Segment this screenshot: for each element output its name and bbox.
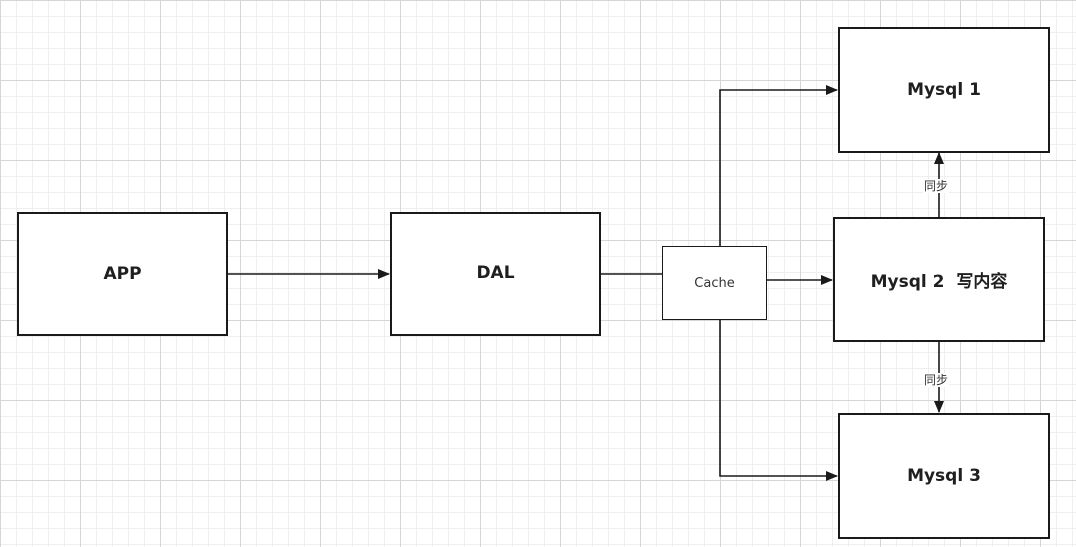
mysql3-node: Mysql 3: [838, 413, 1050, 539]
mysql2-node: Mysql 2 写内容: [833, 217, 1045, 342]
mysql3-label: Mysql 3: [907, 466, 981, 486]
mysql1-label: Mysql 1: [907, 80, 981, 100]
dal-label: DAL: [476, 263, 515, 283]
mysql2-label: Mysql 2 写内容: [870, 272, 1008, 292]
dal-node: DAL: [390, 212, 601, 336]
mysql1-node: Mysql 1: [838, 27, 1050, 153]
sync-label-down: 同步: [923, 373, 950, 387]
app-label: APP: [103, 264, 142, 284]
app-node: APP: [17, 212, 228, 336]
edge-cache-to-mysql1: [719, 85, 838, 246]
cache-node: Cache: [662, 246, 767, 320]
edge-cache-to-mysql3: [719, 320, 838, 481]
sync-label-up: 同步: [923, 179, 950, 193]
cache-label: Cache: [694, 275, 735, 291]
